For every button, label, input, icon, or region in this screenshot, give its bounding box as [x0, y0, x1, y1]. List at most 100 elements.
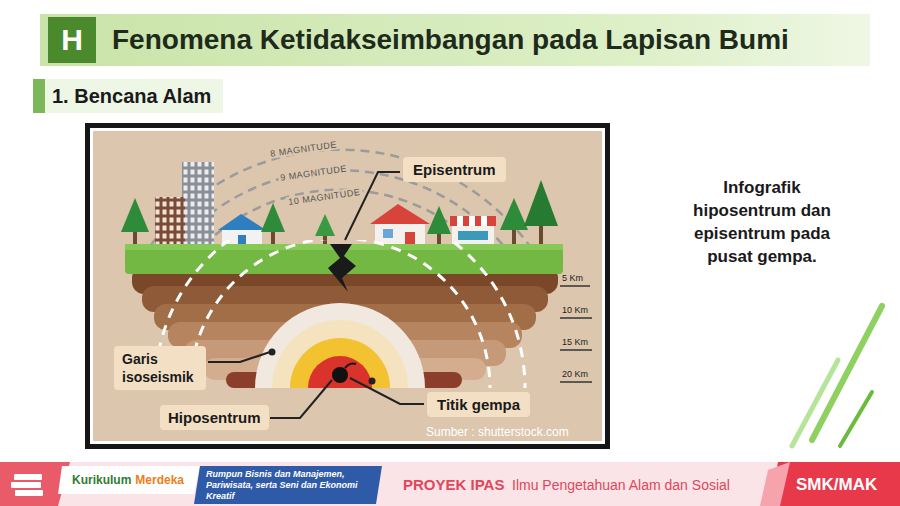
km-ticks-part — [560, 381, 592, 383]
isoseismic-dashes — [155, 240, 525, 388]
focus-zones-part — [308, 356, 372, 388]
isoseismic-dashes-part — [190, 240, 490, 388]
depth-label: 20 Km — [562, 369, 588, 379]
callout-box: Hiposentrum — [160, 405, 269, 430]
footer-note: Rumpun Bisnis dan Manajemen, Pariwisata,… — [206, 469, 372, 502]
trees-part — [315, 214, 335, 236]
leader-lines-part — [208, 352, 270, 362]
footer-part — [760, 462, 790, 506]
subsection-heading: 1. Bencana Alam — [48, 79, 219, 113]
magnitude-arcs-part — [151, 150, 529, 245]
leader-lines — [208, 172, 424, 418]
fault-crack-part — [328, 244, 356, 292]
buildings-part — [458, 231, 488, 240]
section-letter: H — [48, 17, 96, 63]
trees — [121, 180, 558, 246]
subtitle-bar — [33, 79, 223, 113]
buildings-part — [370, 204, 430, 224]
callout-box: Titik gempa — [427, 392, 530, 417]
buildings-part — [218, 214, 266, 230]
footer-part — [0, 462, 900, 506]
buildings-part — [450, 216, 496, 226]
isoseismic-dashes-part — [155, 240, 525, 388]
node-text: Episentrum — [413, 161, 496, 178]
focus-zones-part — [272, 320, 408, 388]
trees-part — [261, 203, 285, 232]
slide-title: Fenomena Ketidakseimbangan pada Lapisan … — [112, 22, 789, 58]
footer-part — [194, 466, 382, 504]
magnitude-arcs — [151, 150, 529, 245]
depth-label: 10 Km — [562, 305, 588, 315]
footer-part — [58, 466, 200, 494]
decor-lines-part — [792, 360, 838, 446]
decor-lines-part — [840, 392, 872, 446]
title-bar-part — [48, 17, 96, 63]
leader-dots-part — [269, 349, 276, 356]
node-text: Merdeka — [135, 473, 184, 487]
buildings-part — [155, 197, 185, 246]
picture-frame-part — [90, 128, 605, 444]
depth-label: 15 Km — [562, 337, 588, 347]
buildings-part — [405, 232, 415, 246]
node-text: H — [61, 23, 83, 57]
focus-zones-part — [290, 338, 390, 388]
focus-zones-part — [332, 367, 348, 383]
node-text: SMK/MAK — [796, 475, 877, 495]
trees-part — [427, 206, 451, 234]
focus-zones — [255, 303, 425, 388]
callout-box: Episentrum — [403, 157, 506, 182]
buildings-part — [222, 230, 262, 246]
source-note: Sumber : shutterstock.com — [426, 425, 569, 439]
footer-part — [770, 462, 900, 506]
subtitle-bar-part — [33, 79, 223, 113]
node-text: Titik gempa — [437, 396, 520, 413]
leader-lines-part — [350, 378, 424, 404]
callout-box: Garis isoseismik — [114, 346, 206, 390]
books-icon-part — [11, 482, 41, 488]
trees-part — [121, 198, 149, 232]
books-icon-part — [15, 490, 43, 496]
buildings-part — [457, 216, 463, 226]
curriculum-badge: Kurikulum Merdeka — [66, 469, 190, 491]
node-text: 1. Bencana Alam — [52, 85, 211, 108]
caption: Infografik hiposentrum dan episentrum pa… — [672, 176, 852, 268]
level-badge: SMK/MAK — [790, 472, 883, 498]
buildings-part — [383, 229, 393, 238]
leader-lines-part — [270, 380, 332, 418]
trees-part — [524, 180, 558, 226]
buildings-part — [481, 216, 487, 226]
focus-zones-part — [255, 303, 425, 388]
km-ticks-part — [560, 285, 590, 287]
decor-lines-part — [812, 306, 882, 440]
buildings-part — [469, 216, 475, 226]
title-bar-part — [40, 14, 870, 66]
leader-dots — [269, 349, 376, 385]
footer-project: PROYEK IPAS — [403, 476, 504, 493]
decor-lines — [792, 306, 882, 446]
footer-subject: Ilmu Pengetahuan Alam dan Sosial — [512, 477, 730, 493]
km-ticks — [560, 286, 592, 382]
km-ticks-part — [560, 317, 592, 319]
fault-crack — [328, 244, 356, 292]
buildings-part — [182, 162, 214, 246]
books-icon-part — [14, 474, 42, 480]
leader-dots-part — [369, 378, 376, 385]
buildings — [155, 162, 496, 246]
magnitude-label: 8 MAGNITUDE — [268, 139, 340, 159]
picture-frame — [85, 123, 610, 449]
picture-frame-part — [85, 123, 610, 449]
footer — [0, 462, 900, 506]
buildings-part — [452, 226, 494, 246]
km-ticks-part — [560, 349, 592, 351]
leader-lines-part — [345, 172, 400, 240]
magnitude-label: 10 MAGNITUDE — [286, 187, 363, 208]
node-text: Kurikulum — [72, 473, 131, 487]
node-text: Garis isoseismik — [122, 350, 198, 386]
depth-label: 5 Km — [562, 273, 583, 283]
subtitle-bar-part — [33, 79, 45, 113]
magnitude-label: 9 MAGNITUDE — [278, 163, 350, 183]
trees-part — [500, 198, 528, 230]
title-bar — [40, 14, 870, 66]
picture-frame-part — [93, 131, 602, 441]
